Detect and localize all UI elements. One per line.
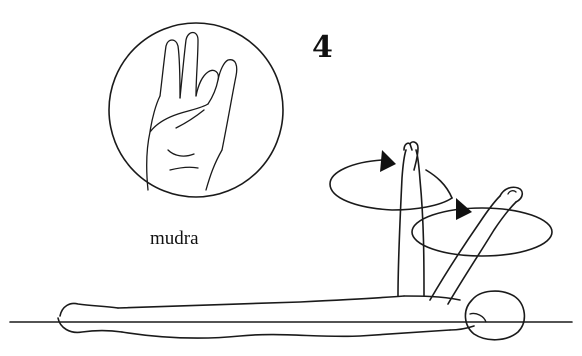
reclining-figure [58,142,524,340]
mudra-hand-icon [147,33,237,191]
mudra-circle [109,23,283,197]
mudra-label: mudra [150,228,199,250]
step-number: 4 [312,30,333,65]
rotation-arrow-icon-2 [412,198,552,256]
mudra-inset [109,23,283,197]
rotation-arrow-icon [330,150,452,210]
